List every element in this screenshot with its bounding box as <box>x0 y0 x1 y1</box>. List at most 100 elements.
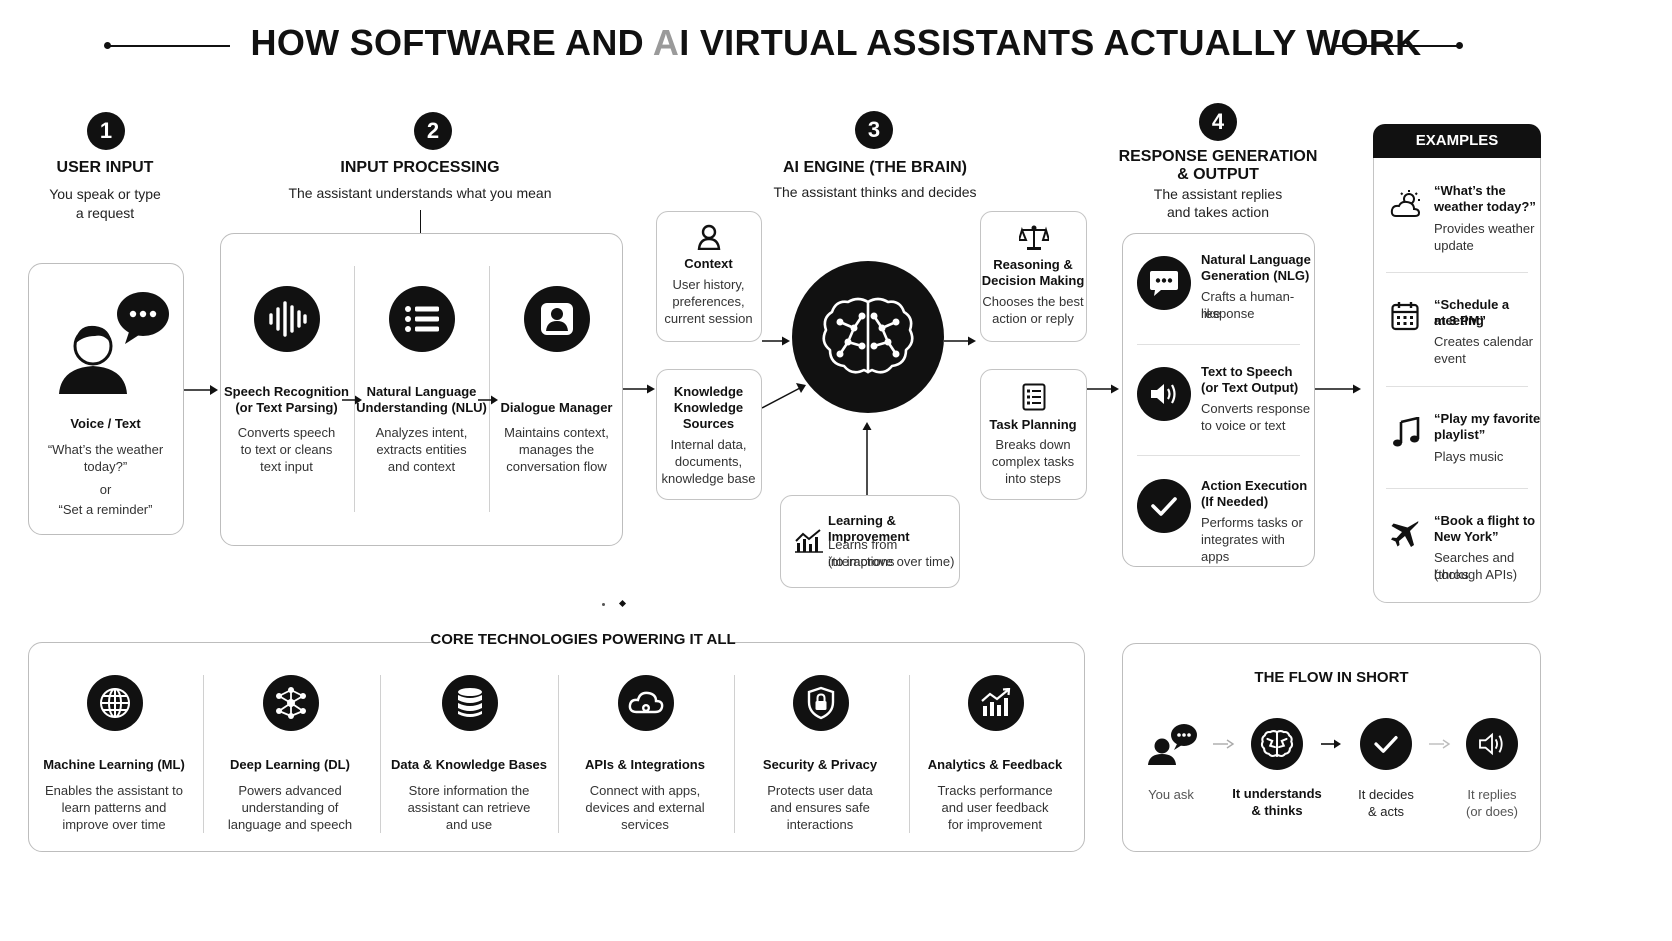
context-desc-2: preferences, <box>672 294 745 309</box>
example-2-q2: at 3 PM” <box>1434 313 1487 328</box>
ml-title: Machine Learning (ML) <box>43 757 185 772</box>
speech-recognition-desc-1: Converts speech <box>237 425 336 440</box>
user-speech-icon <box>1148 724 1197 765</box>
task-planning-box: Task Planning Breaks down complex tasks … <box>980 369 1087 500</box>
security-title: Security & Privacy <box>762 757 878 772</box>
learning-desc-2: (to improve over time) <box>828 554 955 569</box>
core-divider-3 <box>558 675 559 833</box>
action-title-2: (If Needed) <box>1201 494 1269 509</box>
arrow-input-to-processing <box>184 385 218 395</box>
ml-circle <box>87 675 143 731</box>
user-circle <box>524 286 590 352</box>
analytics-desc-1: Tracks performance <box>937 783 1053 798</box>
flow-title: THE FLOW IN SHORT <box>1254 669 1409 686</box>
learning-desc-1: Learns from interactions <box>828 537 898 569</box>
knowledge-desc-1: Internal data, <box>670 437 747 452</box>
speaker-icon <box>1151 384 1176 404</box>
security-circle <box>793 675 849 731</box>
stray-dot-1 <box>602 603 605 606</box>
network-icon <box>276 687 306 719</box>
nlg-circle <box>1137 256 1191 310</box>
page-title: HOW SOFTWARE AND AI VIRTUAL ASSISTANTS A… <box>250 22 1422 63</box>
arrow-processing-to-engine <box>623 384 655 394</box>
example-3-q2: playlist” <box>1434 427 1486 442</box>
tts-desc-2: to voice or text <box>1201 418 1286 433</box>
arrow-nlu-to-dialogue <box>478 395 498 405</box>
learning-title: Learning & Improvement <box>828 513 910 544</box>
dl-title: Deep Learning (DL) <box>230 757 350 772</box>
speech-recognition-title-2: (or Text Parsing) <box>235 400 338 415</box>
stray-dot-2 <box>618 599 627 608</box>
user-icon <box>541 303 573 335</box>
example-request-2: “Set a reminder” <box>58 502 153 517</box>
examples-header: EXAMPLES <box>1373 124 1541 158</box>
flow-arrow-1 <box>1213 739 1235 749</box>
processing-connector <box>420 210 421 234</box>
step-title-ai-engine: AI ENGINE (THE BRAIN) <box>783 159 967 176</box>
core-divider-5 <box>909 675 910 833</box>
action-desc-2: integrates with apps <box>1201 532 1285 564</box>
example-2-q1: “Schedule a meeting <box>1434 297 1510 328</box>
step-number-2: 2 <box>414 112 452 150</box>
example-4-q1: “Book a flight to <box>1434 513 1536 528</box>
nlg-title-2: Generation (NLG) <box>1201 268 1310 283</box>
growth-chart-icon <box>795 529 823 553</box>
example-1-q1: “What’s the <box>1434 183 1506 198</box>
shield-lock-icon <box>807 686 835 720</box>
arrow-speech-to-nlu <box>342 395 362 405</box>
speech-recognition-desc-3: text input <box>260 459 313 474</box>
learning-box: Learning & Improvement Learns from inter… <box>780 495 960 588</box>
tts-title-2: (or Text Output) <box>1201 380 1299 395</box>
response-divider-1 <box>1137 344 1300 345</box>
knowledge-title-3: Sources <box>682 416 735 431</box>
example-request-1a: “What’s the weather <box>47 442 164 457</box>
response-divider-2 <box>1137 455 1300 456</box>
action-desc-1: Performs tasks or <box>1201 515 1303 530</box>
core-technologies-box <box>28 642 1085 852</box>
dl-desc-1: Powers advanced <box>238 783 342 798</box>
brain-icon <box>822 297 914 374</box>
example-2-a2: event <box>1434 351 1466 366</box>
data-desc-2: assistant can retrieve <box>407 800 531 815</box>
list-icon <box>405 306 439 332</box>
database-icon <box>458 688 482 717</box>
dialogue-manager-title: Dialogue Manager <box>500 400 613 415</box>
arrow-engine-to-reasoning <box>944 336 976 346</box>
speech-recognition-title-1: Speech Recognition <box>224 384 349 399</box>
reasoning-title-1: Reasoning & <box>993 257 1073 272</box>
data-desc-3: and use <box>445 817 493 832</box>
example-1-a1: Provides weather <box>1434 221 1535 236</box>
arrow-context-to-engine <box>762 336 790 346</box>
examples-divider-1 <box>1386 272 1528 273</box>
analytics-desc-2: and user feedback <box>941 800 1049 815</box>
reasoning-box: Reasoning & Decision Making Chooses the … <box>980 211 1087 342</box>
data-desc-1: Store information the <box>408 783 530 798</box>
list-circle <box>389 286 455 352</box>
flow-arrow-2 <box>1321 739 1341 749</box>
flow-brain-circle <box>1251 718 1303 770</box>
nlu-title-2: Understanding (NLU) <box>356 400 487 415</box>
knowledge-desc-3: knowledge base <box>661 471 756 486</box>
examples-divider-3 <box>1386 488 1528 489</box>
processing-divider-1 <box>354 266 355 512</box>
example-2-a1: Creates calendar <box>1434 334 1533 349</box>
nlu-desc-1: Analyzes intent, <box>375 425 468 440</box>
step-subtitle-2: The assistant understands what you mean <box>288 185 552 201</box>
security-desc-3: interactions <box>786 817 854 832</box>
tts-circle <box>1137 367 1191 421</box>
example-1-a2: update <box>1434 238 1474 253</box>
reasoning-title-2: Decision Making <box>981 273 1085 288</box>
ml-desc-3: improve over time <box>62 817 166 832</box>
example-3-a1: Plays music <box>1434 449 1504 464</box>
user-input-box: Voice / Text “What’s the weather today?”… <box>28 263 184 535</box>
task-planning-desc-3: into steps <box>1005 471 1061 486</box>
dl-desc-3: language and speech <box>227 817 353 832</box>
nlu-desc-2: extracts entities <box>376 442 467 457</box>
api-desc-3: services <box>621 817 669 832</box>
example-3-q1: “Play my favorite <box>1434 411 1541 426</box>
data-circle <box>442 675 498 731</box>
dialogue-manager-desc-2: manages the <box>518 442 595 457</box>
core-technologies-title: CORE TECHNOLOGIES POWERING IT ALL <box>430 631 736 648</box>
person-speaking-icon <box>59 292 169 394</box>
analytics-desc-3: for improvement <box>948 817 1042 832</box>
